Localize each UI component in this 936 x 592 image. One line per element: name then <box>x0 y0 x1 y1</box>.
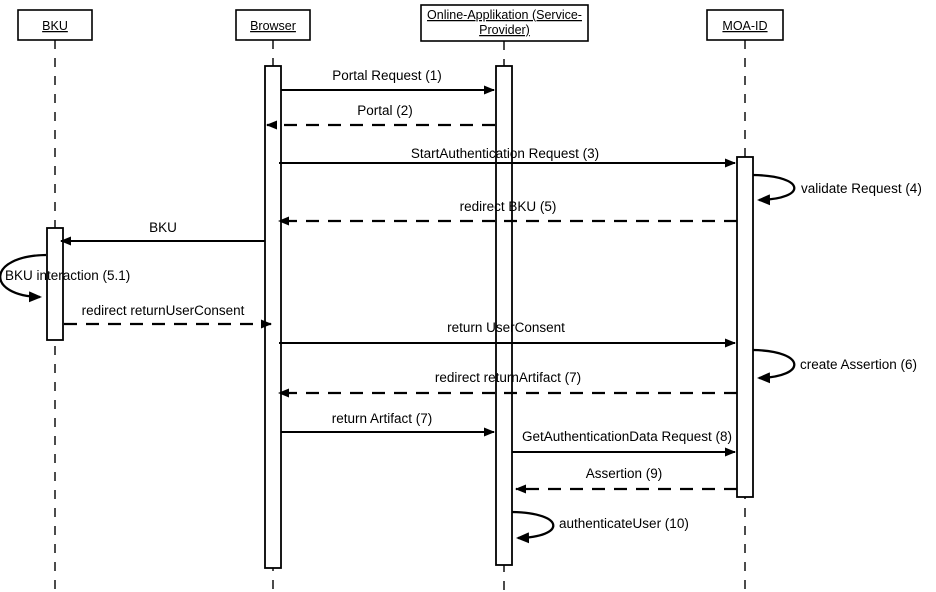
message-m1[interactable]: Portal Request (1) <box>281 68 495 95</box>
message-label-m12: return Artifact (7) <box>332 411 433 426</box>
message-m4[interactable]: validate Request (4) <box>752 173 922 206</box>
message-m10[interactable]: create Assertion (6) <box>752 348 917 384</box>
message-m7[interactable]: BKU interaction (5.1) <box>0 253 130 303</box>
actor-label-moaid: MOA-ID <box>722 19 767 33</box>
message-m6[interactable]: BKU <box>60 220 265 246</box>
actor-box-moaid[interactable] <box>706 9 784 41</box>
message-arrow-m10 <box>752 348 796 384</box>
message-m3[interactable]: StartAuthentication Request (3) <box>279 146 736 168</box>
activation-bar-browser <box>264 65 282 569</box>
message-label-m1: Portal Request (1) <box>332 68 442 83</box>
message-label-m9: return UserConsent <box>447 320 565 335</box>
message-label-m2: Portal (2) <box>357 103 413 118</box>
actor-boxes-group: BKU Browser Online-Applikation (Service-Pr… <box>17 4 784 42</box>
message-arrow-m7 <box>0 253 47 303</box>
activation-bar-bku <box>46 227 64 341</box>
message-m2[interactable]: Portal (2) <box>266 103 495 130</box>
message-label-m13: GetAuthenticationData Request (8) <box>522 429 732 444</box>
message-m11[interactable]: redirect returnArtifact (7) <box>278 370 737 398</box>
message-label-m4: validate Request (4) <box>801 181 922 196</box>
message-label-m3: StartAuthentication Request (3) <box>411 146 599 161</box>
message-label-m8: redirect returnUserConsent <box>82 303 245 318</box>
activation-bar-moaid <box>736 156 754 498</box>
message-label-m6: BKU <box>149 220 177 235</box>
message-label-m14: Assertion (9) <box>586 466 663 481</box>
actor-label-bku: BKU <box>42 19 68 33</box>
activation-bars-group <box>46 65 754 569</box>
message-m15[interactable]: authenticateUser (10) <box>511 510 689 544</box>
message-label-m11: redirect returnArtifact (7) <box>435 370 581 385</box>
message-m8[interactable]: redirect returnUserConsent <box>64 303 272 329</box>
message-m5[interactable]: redirect BKU (5) <box>278 199 737 226</box>
message-label-m5: redirect BKU (5) <box>460 199 557 214</box>
message-arrow-m15 <box>511 510 555 544</box>
actor-box-bku[interactable] <box>17 9 93 41</box>
message-label-m10: create Assertion (6) <box>800 357 917 372</box>
message-m13[interactable]: GetAuthenticationData Request (8) <box>512 429 736 457</box>
actor-label-browser: Browser <box>250 19 296 33</box>
message-m14[interactable]: Assertion (9) <box>515 466 737 494</box>
messages-group: Portal Request (1) Portal (2) StartAuthent… <box>0 68 922 544</box>
message-m9[interactable]: return UserConsent <box>279 320 736 348</box>
message-label-m7: BKU interaction (5.1) <box>5 268 130 283</box>
message-arrow-m4 <box>752 173 796 206</box>
actor-label-oa: Online-Applikation (Service- <box>427 8 582 22</box>
message-m12[interactable]: return Artifact (7) <box>281 411 495 437</box>
message-label-m15: authenticateUser (10) <box>559 516 689 531</box>
actor-box-browser[interactable] <box>235 9 311 41</box>
activation-bar-oa <box>495 65 513 566</box>
actor-label-oa-line2: Provider) <box>479 23 530 37</box>
actor-box-oa[interactable] <box>420 4 589 42</box>
